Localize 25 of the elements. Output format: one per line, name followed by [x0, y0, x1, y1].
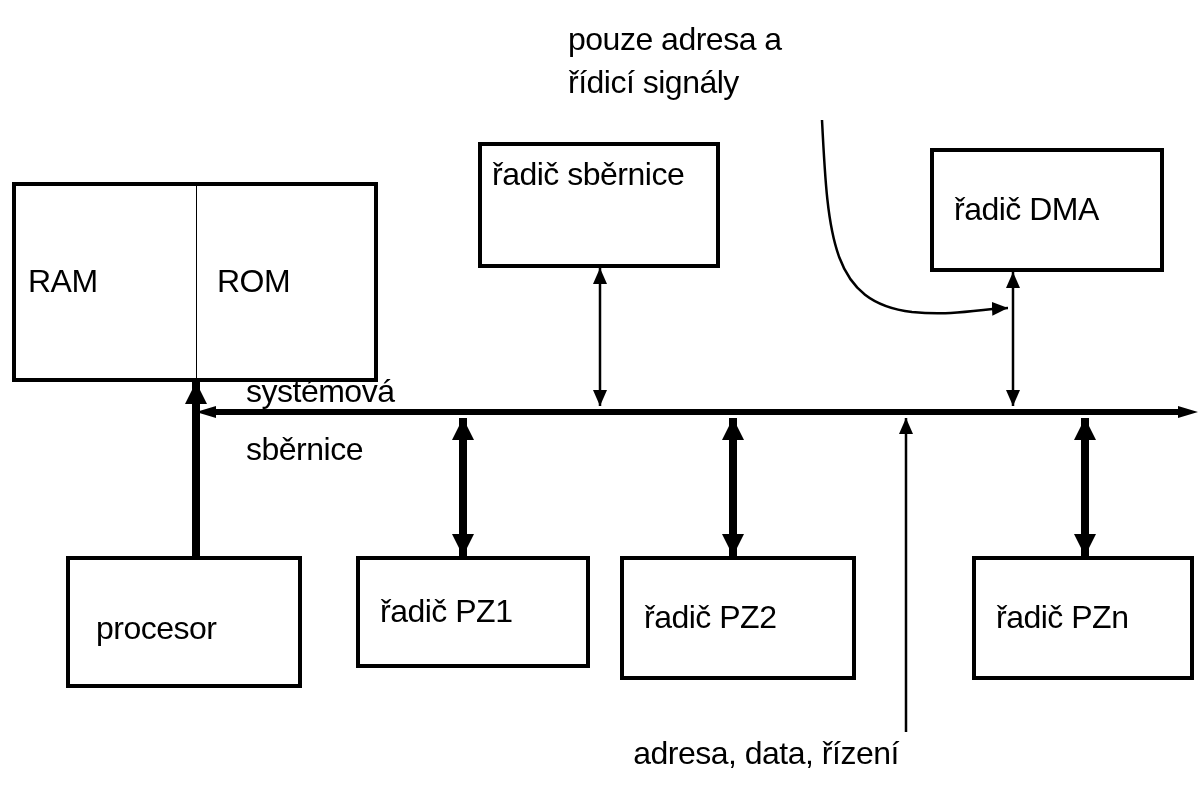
leader-arrow: [820, 119, 1009, 316]
arrow: [1074, 418, 1096, 556]
controller-box: [930, 148, 1164, 272]
controller-box: [66, 556, 302, 688]
node-label: řadič PZ1: [380, 592, 513, 632]
bus-label: systémová sběrnice: [246, 372, 396, 469]
annotation-text: adresa, data, řízení: [586, 732, 946, 776]
annotation-text: pouze adresa a řídicí signály: [568, 18, 838, 105]
controller-box: [620, 556, 856, 680]
arrow: [452, 418, 474, 556]
node-label: řadič sběrnice: [492, 155, 685, 194]
arrow: [185, 382, 207, 556]
controller-box: [478, 142, 720, 268]
node-label: řadič PZn: [996, 598, 1129, 638]
node-label: řadič DMA: [954, 190, 1099, 230]
node-label: ROM: [217, 262, 291, 302]
arrow: [593, 268, 607, 406]
controller-box: [356, 556, 590, 668]
node-label: řadič PZ2: [644, 598, 777, 638]
arrow: [1006, 272, 1020, 406]
node-label: procesor: [96, 609, 217, 649]
node-label: RAM: [28, 262, 98, 302]
arrow: [722, 418, 744, 556]
controller-box: [972, 556, 1194, 680]
leader-arrow: [899, 418, 913, 732]
